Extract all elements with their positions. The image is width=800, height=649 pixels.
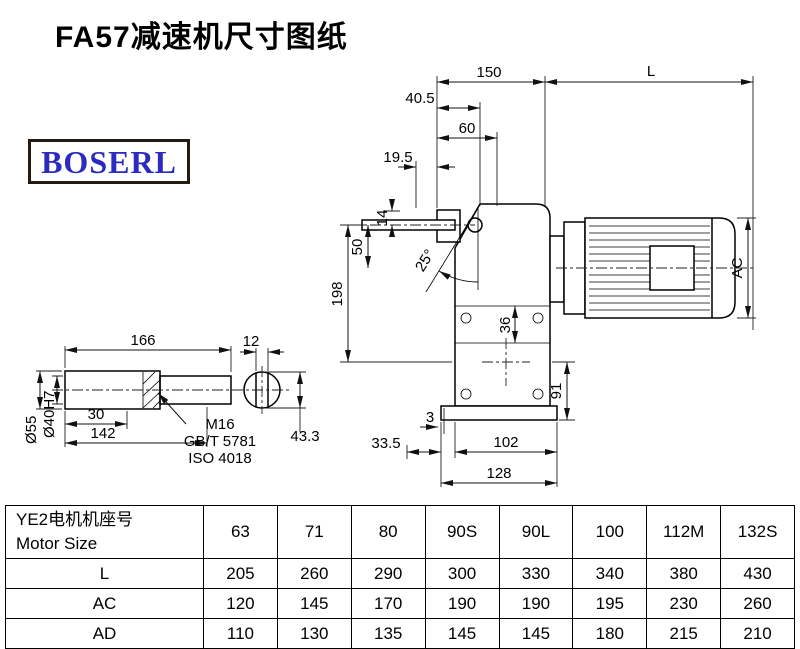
dim-row-AC: AC 120 145 170 190 190 195 230 260 [5,588,795,619]
dim-19-5: 19.5 [383,149,412,166]
cell-AD-63: 110 [203,618,278,649]
cell-L-80: 290 [350,558,426,589]
cell-L-112M: 380 [646,558,722,589]
dimension-labels: 150 L 40.5 60 19.5 50 14 25° 198 36 91 A… [23,63,746,482]
row-label-AD: AD [5,618,204,649]
dim-25deg: 25° [412,246,438,274]
dim-dia40H7: Ø40H7 [41,390,58,438]
size-112M: 112M [646,505,722,559]
gearbox-outline [361,203,558,421]
dim-198: 198 [329,281,346,306]
dim-row-AD: AD 110 130 135 145 145 180 215 210 [5,618,795,649]
motor-size-header: YE2电机机座号 Motor Size [5,505,204,559]
dim-150: 150 [476,64,501,81]
input-bearing [467,217,483,233]
dim-60: 60 [459,120,476,137]
dim-L: L [647,63,655,80]
size-header-row: YE2电机机座号 Motor Size 63 71 80 90S 90L 100… [5,505,795,559]
dim-102: 102 [493,434,518,451]
dim-40-5: 40.5 [405,90,434,107]
size-63: 63 [203,505,278,559]
label-iso-4018: ISO 4018 [188,450,251,467]
size-90S: 90S [424,505,500,559]
dim-142: 142 [90,425,115,442]
dim-33-5: 33.5 [371,435,400,452]
size-71: 71 [276,505,352,559]
technical-drawing: 150 L 40.5 60 19.5 50 14 25° 198 36 91 A… [23,63,756,487]
label-gbt-5781: GB/T 5781 [184,433,256,450]
dim-50: 50 [349,239,366,256]
cell-L-100: 340 [572,558,648,589]
dimension-lines [37,79,753,486]
row-label-AC: AC [5,588,204,619]
flange-bolt [460,312,472,324]
angle-reference-line [425,203,481,293]
size-90L: 90L [498,505,574,559]
dim-36: 36 [497,317,514,334]
cell-L-132S: 430 [720,558,795,589]
cell-AC-71: 145 [276,588,352,619]
cell-AC-132S: 260 [720,588,795,619]
dim-91: 91 [548,383,565,400]
cell-AD-90S: 145 [424,618,500,649]
dim-43-3: 43.3 [290,428,319,445]
dim-12: 12 [243,333,260,350]
cell-AC-100: 195 [572,588,648,619]
cell-L-90S: 300 [424,558,500,589]
size-80: 80 [350,505,426,559]
centerlines [52,224,756,414]
dim-row-L: L 205 260 290 300 330 340 380 430 [5,558,795,589]
motor-adapter [549,235,565,303]
dim-dia55: Ø55 [23,416,40,444]
dim-128: 128 [486,465,511,482]
base-plate [440,405,558,421]
motor-size-header-cn: YE2电机机座号 [16,510,134,529]
cell-AD-112M: 215 [646,618,722,649]
cell-AD-132S: 210 [720,618,795,649]
dim-AC: AC [729,257,746,278]
cell-AD-90L: 145 [498,618,574,649]
flange-bolt [532,312,544,324]
size-100: 100 [572,505,648,559]
cell-AC-90L: 190 [498,588,574,619]
dim-3: 3 [426,409,434,426]
row-label-L: L [5,558,204,589]
cell-AC-112M: 230 [646,588,722,619]
cell-AC-63: 120 [203,588,278,619]
motor-size-header-en: Motor Size [16,534,98,553]
dim-14: 14 [374,210,391,227]
cell-AC-80: 170 [350,588,426,619]
dim-30: 30 [88,406,105,423]
spec-table: YE2电机机座号 Motor Size 63 71 80 90S 90L 100… [5,505,795,649]
angle-arc [438,270,479,283]
cell-AC-90S: 190 [424,588,500,619]
cell-AD-71: 130 [276,618,352,649]
cell-L-90L: 330 [498,558,574,589]
brand-logo-text: BOSERL [41,143,177,180]
size-132S: 132S [720,505,795,559]
brand-logo: BOSERL [28,139,190,184]
cell-L-63: 205 [203,558,278,589]
label-m16: M16 [205,416,234,433]
cell-AD-80: 135 [350,618,426,649]
flange-bolt [460,388,472,400]
cell-AD-100: 180 [572,618,648,649]
flange-bolt [532,388,544,400]
dim-166: 166 [130,332,155,349]
cell-L-71: 260 [276,558,352,589]
page-title: FA57减速机尺寸图纸 [55,21,348,54]
